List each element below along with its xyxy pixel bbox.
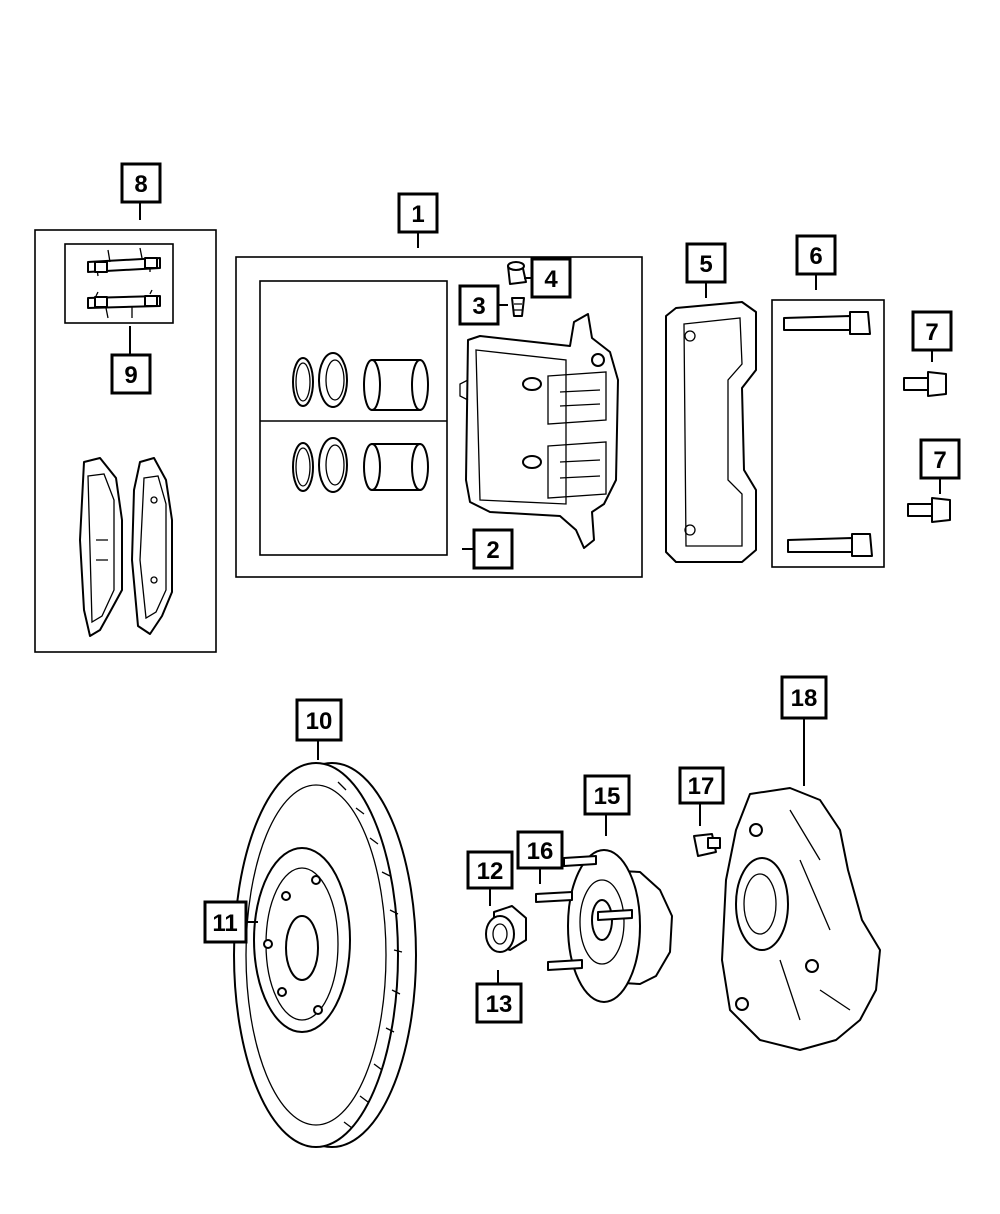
bracket-bolt-upper [903, 371, 947, 397]
callout-17: 17 [678, 766, 725, 805]
brake-pad-kit-frame [34, 229, 217, 653]
callout-5: 5 [685, 242, 727, 284]
svg-text:18: 18 [791, 685, 818, 712]
callout-11: 11 [203, 900, 248, 944]
svg-text:7: 7 [933, 447, 946, 474]
svg-text:2: 2 [486, 537, 499, 564]
svg-text:9: 9 [124, 362, 137, 389]
svg-text:16: 16 [527, 838, 554, 865]
callout-8: 8 [120, 162, 162, 204]
hardware-kit-frame [64, 243, 174, 324]
svg-text:15: 15 [594, 783, 621, 810]
bleeder-screw [511, 297, 525, 317]
callout-2: 2 [472, 528, 514, 570]
svg-text:17: 17 [688, 773, 715, 800]
wheel-hub [535, 849, 673, 1003]
svg-text:4: 4 [544, 266, 558, 293]
svg-text:1: 1 [411, 201, 424, 228]
caliper-body [459, 313, 619, 549]
brake-pads [79, 457, 173, 637]
callout-10: 10 [295, 698, 343, 742]
splash-shield [721, 787, 881, 1051]
leader-lines [129, 202, 941, 984]
splash-shield-bolt [693, 833, 721, 857]
svg-text:5: 5 [699, 251, 712, 278]
callout-7-upper: 7 [911, 310, 953, 352]
guide-pin-kit-frame [771, 299, 885, 568]
callout-12: 12 [466, 850, 514, 890]
callout-16: 16 [516, 830, 564, 870]
callout-15: 15 [583, 774, 631, 816]
svg-text:12: 12 [477, 858, 504, 885]
callout-3: 3 [458, 284, 500, 326]
svg-text:8: 8 [134, 171, 147, 198]
svg-text:13: 13 [486, 991, 513, 1018]
svg-text:7: 7 [925, 319, 938, 346]
svg-text:3: 3 [472, 293, 485, 320]
pad-clip-hardware [87, 247, 161, 319]
brake-rotor [233, 762, 417, 1148]
callout-9: 9 [110, 353, 152, 395]
svg-text:10: 10 [306, 708, 333, 735]
callout-13: 13 [475, 982, 523, 1024]
callout-7-lower: 7 [919, 438, 961, 480]
callout-4: 4 [530, 257, 572, 299]
bleeder-cap [507, 261, 527, 285]
piston-seal-kit-frame [259, 280, 448, 556]
caliper-assembly-frame [235, 256, 643, 578]
callout-18: 18 [780, 675, 828, 720]
callout-6: 6 [795, 234, 837, 276]
hub-nut [485, 905, 527, 953]
guide-pins [783, 311, 873, 557]
bracket-bolt-lower [907, 497, 951, 523]
callout-1: 1 [397, 192, 439, 234]
caliper-bracket [665, 301, 757, 563]
svg-text:11: 11 [212, 910, 237, 937]
piston-seal-kit [292, 352, 429, 493]
svg-text:6: 6 [809, 243, 822, 270]
